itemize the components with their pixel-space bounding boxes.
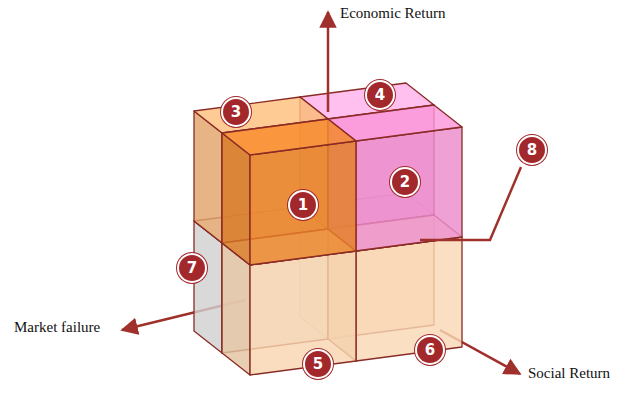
cube-face <box>222 133 250 265</box>
cube-face <box>194 111 222 243</box>
cube-face <box>250 251 356 375</box>
callout-number: 8 <box>517 135 547 165</box>
axis-label: Social Return <box>528 364 610 382</box>
leader-line <box>420 167 521 240</box>
cube-face <box>222 243 250 375</box>
callout-number: 2 <box>390 167 420 197</box>
callout-number: 4 <box>365 80 395 110</box>
axis-label: Economic Return <box>340 4 445 22</box>
cube-face <box>356 127 462 251</box>
callout-number: 5 <box>303 349 333 379</box>
callout-number: 6 <box>415 335 445 365</box>
axis-arrow <box>327 12 330 112</box>
callout-number: 3 <box>221 97 251 127</box>
cube-face <box>356 237 462 361</box>
cube-face <box>250 141 356 265</box>
callout-number: 7 <box>177 253 207 283</box>
cube-face <box>194 221 222 353</box>
axis-label: Market failure <box>14 318 100 336</box>
callout-number: 1 <box>288 190 318 220</box>
